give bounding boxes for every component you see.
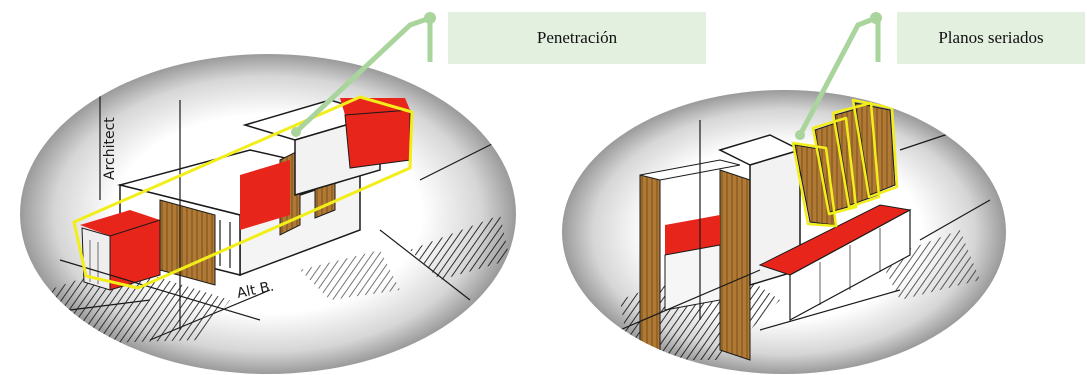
sketch-note-alt-b: Alt B. [236,278,276,301]
label-penetracion: Penetración [448,12,706,64]
callout-leader-icon [291,12,436,137]
right-sketch [562,12,1006,374]
label-penetracion-text: Penetración [536,28,618,47]
right-building-sketch [619,98,991,361]
serial-planes-highlight-outline [791,98,899,228]
label-planos-seriados-text: Planos seriados [938,28,1044,47]
label-planos-seriados: Planos seriados [897,12,1085,64]
callout-leader-icon [795,12,882,140]
left-sketch: Architect Alt B. [20,12,516,374]
left-building-sketch: Architect Alt B. [20,70,510,345]
penetration-highlight-outline [72,95,414,290]
sketch-note-architect: Architect [102,117,118,180]
